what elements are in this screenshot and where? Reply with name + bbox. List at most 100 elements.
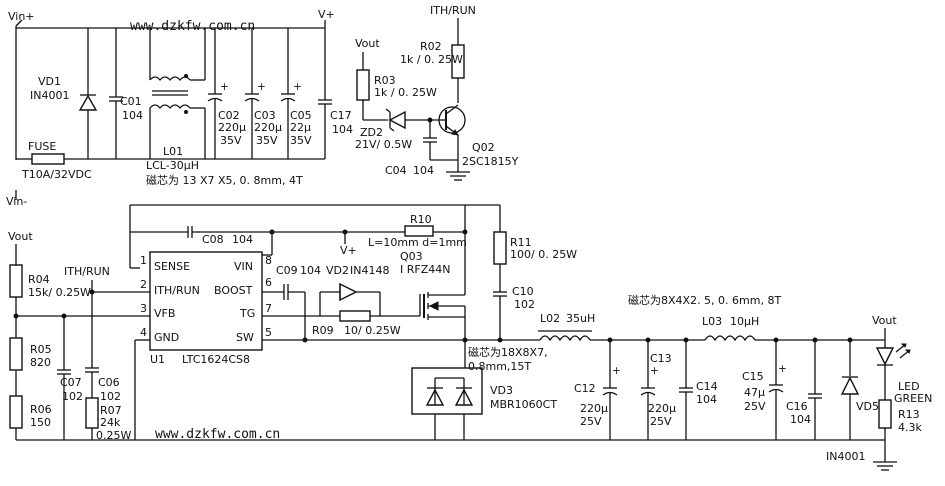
zd2-value: 21V/ 0.5W: [355, 138, 412, 151]
r04-name: R04: [28, 273, 50, 286]
c06-name: C06: [98, 376, 120, 389]
c03-capacitor: +: [244, 28, 266, 159]
u1-pin-gnd: GND: [154, 331, 179, 344]
vout-right-label: Vout: [872, 314, 897, 327]
watermark-bottom: www.dzkfw.com.cn: [155, 427, 280, 442]
r13-name: R13: [898, 408, 920, 421]
c04-value: 104: [413, 164, 434, 177]
svg-text:+: +: [650, 365, 659, 377]
l02-core2: 0.8mm,15T: [468, 360, 531, 373]
vd1-part: IN4001: [30, 89, 69, 102]
u1-ic: [149, 251, 263, 351]
r02-name: R02: [420, 40, 442, 53]
r07-value: 24k: [100, 416, 121, 429]
c02-name: C02: [218, 109, 240, 122]
r06-resistor: [9, 395, 23, 429]
u1-pin-ith: ITH/RUN: [154, 284, 200, 297]
u1-num-8: 8: [265, 254, 272, 267]
svg-text:+: +: [257, 81, 266, 93]
c14-name: C14: [696, 380, 718, 393]
vd5-diode: [840, 376, 860, 395]
c05-cap: 22µ: [290, 121, 311, 134]
r06-value: 150: [30, 416, 51, 429]
vplus-mid-label: V+: [340, 244, 357, 257]
c16-name: C16: [786, 400, 808, 413]
l01-value: LCL-30µH: [146, 159, 199, 172]
q02-part: 2SC1815Y: [462, 155, 519, 168]
r07-name: R07: [100, 404, 122, 417]
u1-num-6: 6: [265, 276, 272, 289]
zd2-zener: [388, 110, 406, 130]
vplus-top-label: V+: [318, 8, 335, 21]
r11-value: 100/ 0. 25W: [510, 248, 577, 261]
vd2-part: IN4148: [350, 264, 389, 277]
c15-cap: 47µ: [744, 386, 765, 399]
svg-text:+: +: [293, 81, 302, 93]
c13-cap: 220µ: [648, 402, 676, 415]
zd2-name: ZD2: [360, 126, 383, 139]
r06-name: R06: [30, 403, 52, 416]
watermark-top: www.dzkfw.com.cn: [130, 19, 255, 34]
vin-minus-label: Vin-: [6, 195, 27, 208]
vd1-diode: [78, 94, 98, 111]
r10-name: R10: [410, 213, 432, 226]
l02-inductor: [539, 335, 591, 342]
l03-inductor: [704, 335, 756, 342]
c10-name: C10: [512, 285, 534, 298]
vd2-diode: [339, 282, 358, 302]
c07-value: 102: [62, 390, 83, 403]
c17-value: 104: [332, 123, 353, 136]
vd5-name: VD5: [856, 400, 879, 413]
u1-name: U1: [150, 353, 165, 366]
r09-name: R09: [312, 324, 334, 337]
r10-note: L=10mm d=1mm: [368, 236, 467, 249]
r07-resistor: [85, 397, 99, 429]
c05-capacitor: +: [280, 28, 302, 159]
u1-pin-sense: SENSE: [154, 260, 190, 273]
r03-resistor: [356, 69, 370, 101]
r04-value: 15k/ 0.25W: [28, 286, 91, 299]
c07-name: C07: [60, 376, 82, 389]
c15-volt: 25V: [744, 400, 766, 413]
fuse-label: FUSE: [28, 140, 56, 153]
r05-name: R05: [30, 343, 52, 356]
c03-volt: 35V: [256, 134, 278, 147]
r03-name: R03: [374, 74, 396, 87]
led-line1: LED: [898, 380, 920, 393]
fuse: [31, 153, 65, 165]
c09-value: 104: [300, 264, 321, 277]
c01-name: C01: [120, 95, 142, 108]
u1-num-4: 4: [140, 326, 147, 339]
r13-resistor: [878, 399, 892, 429]
u1-num-7: 7: [265, 302, 272, 315]
u1-pin-vfb: VFB: [154, 307, 175, 320]
c06-value: 102: [100, 390, 121, 403]
r09-value: 10/ 0.25W: [344, 324, 401, 337]
c02-cap: 220µ: [218, 121, 246, 134]
svg-text:+: +: [220, 81, 229, 93]
l02-name: L02: [540, 312, 560, 325]
c12-name: C12: [574, 382, 596, 395]
c01-value: 104: [122, 109, 143, 122]
r03-value: 1k / 0. 25W: [374, 86, 437, 99]
l01-core: 磁芯为 13 X7 X5, 0. 8mm, 4T: [146, 173, 303, 187]
c08-name: C08: [202, 233, 224, 246]
c16-value: 104: [790, 413, 811, 426]
u1-pin-vin: VIN: [234, 260, 253, 273]
r04-resistor: [9, 264, 23, 298]
q03-name: Q03: [400, 250, 423, 263]
c13-volt: 25V: [650, 415, 672, 428]
q02-name: Q02: [472, 141, 495, 154]
c05-name: C05: [290, 109, 312, 122]
c04-name: C04: [385, 164, 407, 177]
c15-name: C15: [742, 370, 764, 383]
u1-pin-tg: TG: [239, 307, 255, 320]
c03-cap: 220µ: [254, 121, 282, 134]
r05-resistor: [9, 337, 23, 371]
r10-resistor: [404, 225, 434, 237]
vin-plus-tick: [15, 19, 23, 27]
u1-pin-sw: SW: [236, 331, 254, 344]
c13-name: C13: [650, 352, 672, 365]
r02-value: 1k / 0. 25W: [400, 53, 463, 66]
r07-power: 0.25W: [96, 429, 131, 442]
